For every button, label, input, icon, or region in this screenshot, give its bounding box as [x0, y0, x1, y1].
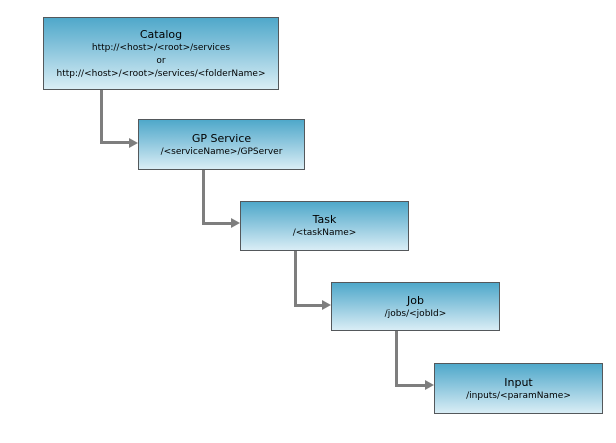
node-catalog-url-1: http://<host>/<root>/services	[91, 42, 231, 53]
node-catalog-title: Catalog	[139, 27, 183, 41]
arrowhead-task-job-icon	[322, 300, 331, 310]
node-task-url: /<taskName>	[292, 228, 357, 238]
node-catalog: Catalog http://<host>/<root>/services or…	[43, 17, 279, 90]
node-input-title: Input	[504, 375, 533, 389]
node-catalog-url-2: http://<host>/<root>/services/<folderNam…	[56, 68, 266, 79]
node-job-title: Job	[407, 293, 424, 307]
node-gp-service: GP Service /<serviceName>/GPServer	[138, 119, 305, 170]
connector-catalog-gpservice-horizontal	[100, 141, 130, 144]
node-catalog-or-label: or	[156, 55, 166, 66]
node-gp-service-url: /<serviceName>/GPServer	[160, 146, 283, 157]
node-input-url: /inputs/<paramName>	[466, 390, 571, 401]
arrowhead-job-input-icon	[425, 380, 434, 390]
node-gp-service-title: GP Service	[191, 131, 252, 145]
connector-task-job-vertical	[294, 251, 297, 307]
node-task-title: Task	[312, 213, 337, 226]
connector-task-job-horizontal	[294, 304, 323, 307]
node-input: Input /inputs/<paramName>	[434, 363, 603, 414]
node-job: Job /jobs/<jobId>	[331, 282, 500, 331]
node-job-url: /jobs/<jobId>	[384, 308, 447, 319]
connector-job-input-vertical	[395, 331, 398, 387]
arrowhead-catalog-gpservice-icon	[129, 138, 138, 148]
connector-catalog-gpservice-vertical	[100, 90, 103, 144]
connector-gpservice-task-horizontal	[202, 222, 232, 225]
connector-gpservice-task-vertical	[202, 170, 205, 225]
node-task: Task /<taskName>	[240, 201, 409, 251]
connector-job-input-horizontal	[395, 384, 426, 387]
arrowhead-gpservice-task-icon	[231, 218, 240, 228]
